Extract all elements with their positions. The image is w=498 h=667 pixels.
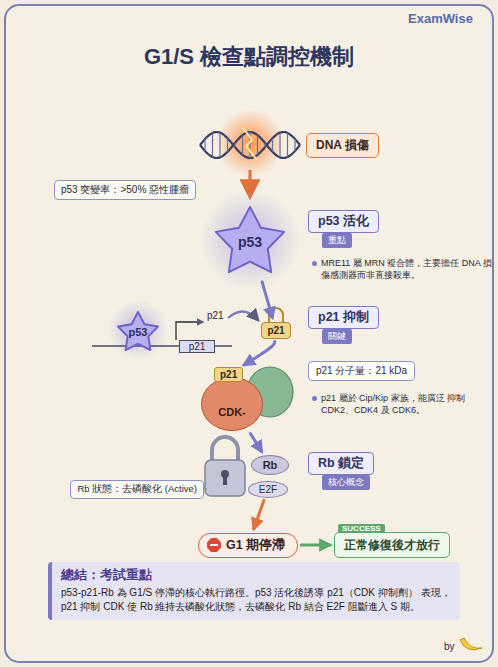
- cdk-blob: CDK-p21: [201, 377, 263, 431]
- p21-lock: p21: [261, 322, 290, 339]
- gene-bar: p21: [179, 340, 216, 353]
- node-text: Rb: [263, 459, 278, 471]
- node-text: p53 活化: [308, 210, 379, 233]
- leader-line: [205, 489, 207, 490]
- protein-star: p53: [113, 306, 163, 354]
- step-panel: Rb 鎖定核心概念: [308, 452, 374, 490]
- node-text: CDK-: [218, 406, 246, 418]
- promoter-arrow: [176, 322, 203, 340]
- node-text: SUCCESS: [338, 524, 385, 533]
- flow-arrow: [301, 544, 330, 547]
- node-text: p21: [220, 369, 237, 380]
- dna-helix: [200, 109, 300, 177]
- node-text: p53 突變率：>50% 惡性腫瘤: [61, 183, 189, 197]
- summary-box: 總結：考試重點 p53-p21-Rb 為 G1/S 停滯的核心執行路徑。p53 活…: [48, 562, 460, 620]
- bullet-note: MRE11 屬 MRN 複合體，主要擔任 DNA 損傷感測器而非直接殺車。: [312, 257, 493, 281]
- p21-tag: p21: [214, 367, 243, 382]
- rb-blob: Rb: [251, 455, 290, 475]
- node-text: 總結：考試重點: [61, 567, 451, 584]
- node-text: p21: [189, 341, 206, 352]
- step-panel: p53 活化重點: [308, 210, 379, 248]
- label-box: DNA 損傷: [306, 133, 379, 158]
- step-panel: p21 抑制關鍵: [308, 306, 379, 344]
- flow-arrow: [254, 500, 264, 528]
- e2f-blob: E2F: [248, 481, 288, 498]
- state-box: Rb 狀態：去磷酸化 (Active): [70, 480, 204, 499]
- rb-lock: [205, 437, 245, 496]
- credit: by: [444, 641, 455, 652]
- node-text: E2F: [259, 484, 277, 495]
- node-text: Rb 鎖定: [308, 452, 374, 475]
- flow-arrow: [244, 341, 275, 364]
- node-subtext: 關鍵: [322, 329, 352, 344]
- node-subtext: 重點: [322, 233, 352, 248]
- node-text: Rb 狀態：去磷酸化 (Active): [77, 483, 197, 496]
- node-text: p53: [129, 326, 148, 338]
- p53-glow-small: [108, 300, 168, 360]
- node-text: DNA 損傷: [316, 137, 369, 154]
- bullet-note: p21 屬於 Cip/Kip 家族，能廣泛 抑制 CDK2、CDK4 及 CDK…: [312, 392, 495, 416]
- release-box: SUCCESS正常修復後才放行: [334, 532, 450, 558]
- node-text: p53: [238, 234, 262, 250]
- translation-arrow: [228, 311, 258, 320]
- brand-mark: ExamWise: [408, 11, 473, 26]
- node-subtext: p53-p21-Rb 為 G1/S 停滯的核心執行路徑。p53 活化後誘導 p2…: [61, 586, 451, 614]
- node-text: p21: [267, 325, 284, 336]
- star-shape: [216, 207, 284, 272]
- flow-arrow: [262, 282, 272, 318]
- protein-star: p53: [210, 201, 290, 279]
- diagram-title: G1/S 檢查點調控機制: [0, 42, 498, 72]
- arrest-box: G1 期停滯: [198, 533, 298, 558]
- flow-arrow: [250, 434, 261, 452]
- note-box: p53 突變率：>50% 惡性腫瘤: [54, 180, 196, 200]
- node-text: p21 抑制: [308, 306, 379, 329]
- page-frame: [5, 5, 493, 662]
- fact-box: p21 分子量：21 kDa: [308, 361, 415, 381]
- banana-icon: [460, 638, 482, 650]
- node-text: G1 期停滯: [226, 537, 285, 554]
- node-subtext: 正常修復後才放行: [344, 538, 440, 553]
- stop-icon: [206, 537, 222, 553]
- star-shape: [118, 312, 158, 350]
- node-subtext: 核心概念: [322, 475, 370, 490]
- p53-glow: [200, 190, 300, 290]
- node-text: p21 分子量：21 kDa: [316, 364, 407, 378]
- gene-label: p21: [207, 310, 224, 321]
